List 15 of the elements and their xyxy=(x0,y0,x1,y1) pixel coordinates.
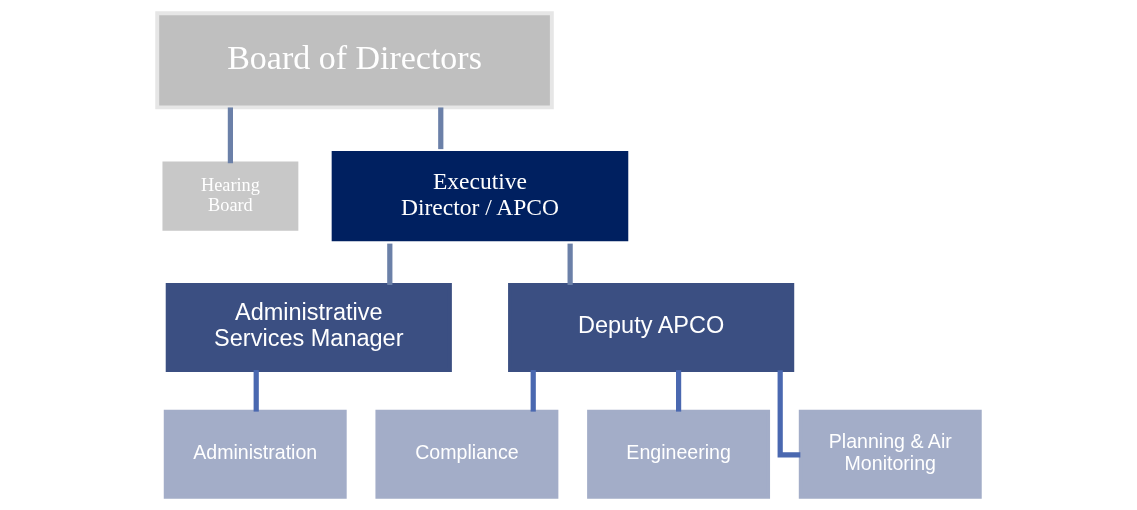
connector xyxy=(567,243,573,285)
node-box: Administration xyxy=(163,409,347,499)
node-box: Compliance xyxy=(375,409,559,499)
connector xyxy=(253,370,259,412)
connector xyxy=(438,107,444,150)
node-box: Deputy APCO xyxy=(508,283,795,372)
connector xyxy=(530,370,536,412)
connector xyxy=(227,107,233,164)
node-box: Engineering xyxy=(587,409,771,499)
connector xyxy=(675,370,682,412)
connector xyxy=(777,370,801,458)
connector xyxy=(387,243,393,285)
node-box: Administrative Services Manager xyxy=(165,283,452,372)
node-box: Planning & Air Monitoring xyxy=(798,409,982,499)
node-box: Board of Directors xyxy=(155,11,554,110)
